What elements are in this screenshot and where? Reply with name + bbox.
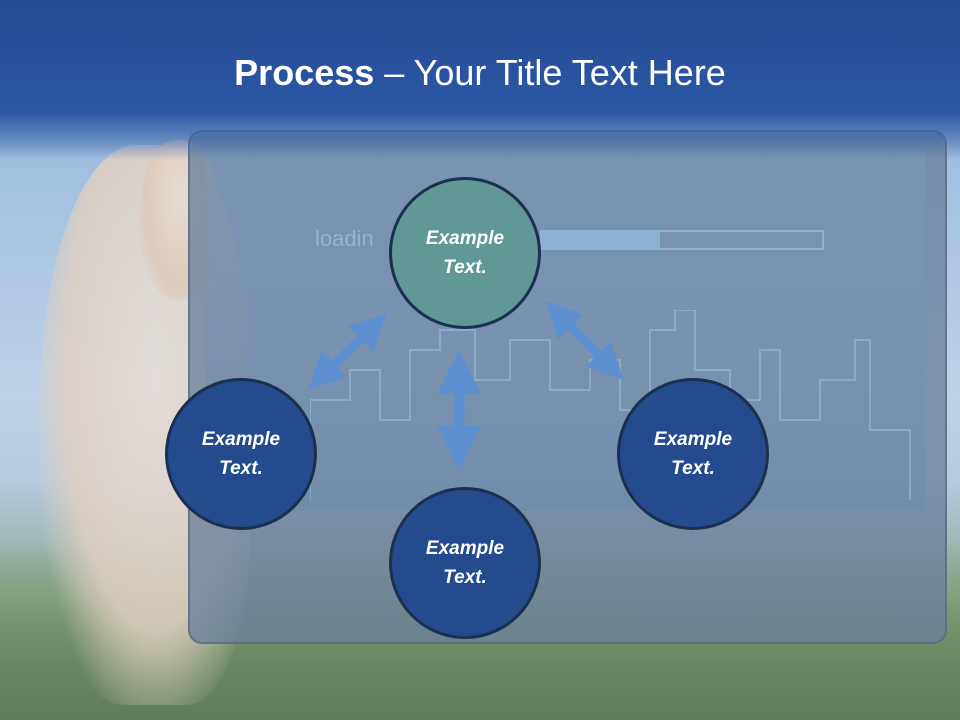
node-top-line1: Example [425, 228, 505, 249]
double-arrow-icon [308, 313, 387, 390]
node-right-line1: Example [653, 429, 733, 450]
background-loading-text: loadin [315, 226, 374, 251]
slide-title-rest: – Your Title Text Here [374, 52, 726, 93]
node-bottom-line1: Example [425, 538, 505, 559]
node-bottom-line2: Text. [443, 567, 487, 588]
header-band: Process – Your Title Text Here [0, 0, 960, 160]
node-left-line2: Text. [219, 458, 263, 479]
slide-title: Process – Your Title Text Here [0, 52, 960, 94]
background-loading-bar [540, 230, 824, 250]
slide-title-bold: Process [234, 52, 375, 93]
node-right-line2: Text. [671, 458, 715, 479]
double-arrow-icon [545, 301, 624, 380]
node-top-line2: Text. [443, 257, 487, 278]
background-loading-fill [542, 232, 660, 248]
node-left-line1: Example [201, 429, 281, 450]
